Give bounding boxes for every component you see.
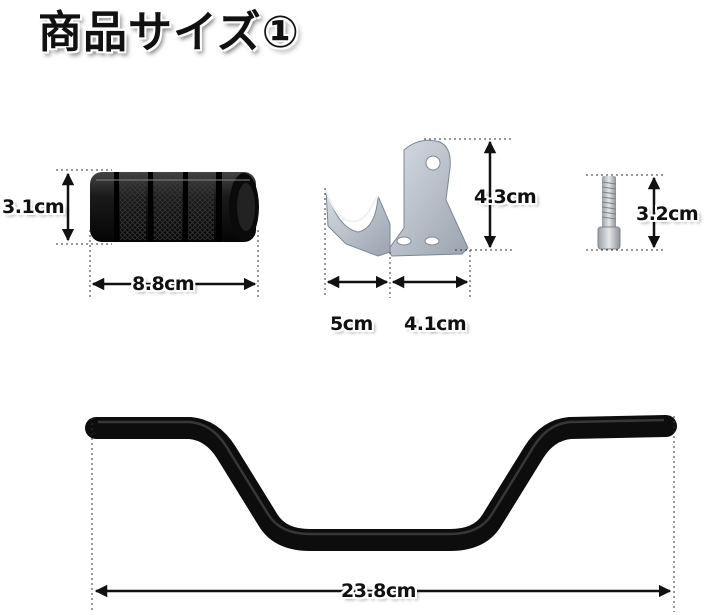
bracket-width-left-label: 5cm bbox=[330, 313, 373, 335]
foot-peg-grip bbox=[90, 172, 259, 242]
handlebar bbox=[85, 415, 677, 551]
bolt bbox=[597, 176, 621, 250]
bolt-length-label: 3.2cm bbox=[636, 203, 699, 225]
mounting-bracket bbox=[325, 139, 469, 257]
bracket-guide-lines bbox=[324, 138, 512, 298]
bolt-guide-lines bbox=[586, 174, 666, 251]
bracket-height-label: 4.3cm bbox=[474, 186, 537, 208]
grip-length-label: 8.8cm bbox=[132, 273, 195, 295]
handlebar-guide-lines bbox=[91, 416, 675, 612]
bracket-width-right-label: 4.1cm bbox=[404, 313, 467, 335]
handlebar-width-label: 23.8cm bbox=[341, 580, 416, 602]
grip-guide-lines bbox=[56, 169, 259, 298]
grip-height-label: 3.1cm bbox=[2, 196, 65, 218]
page-title: 商品サイズ① bbox=[38, 7, 300, 58]
